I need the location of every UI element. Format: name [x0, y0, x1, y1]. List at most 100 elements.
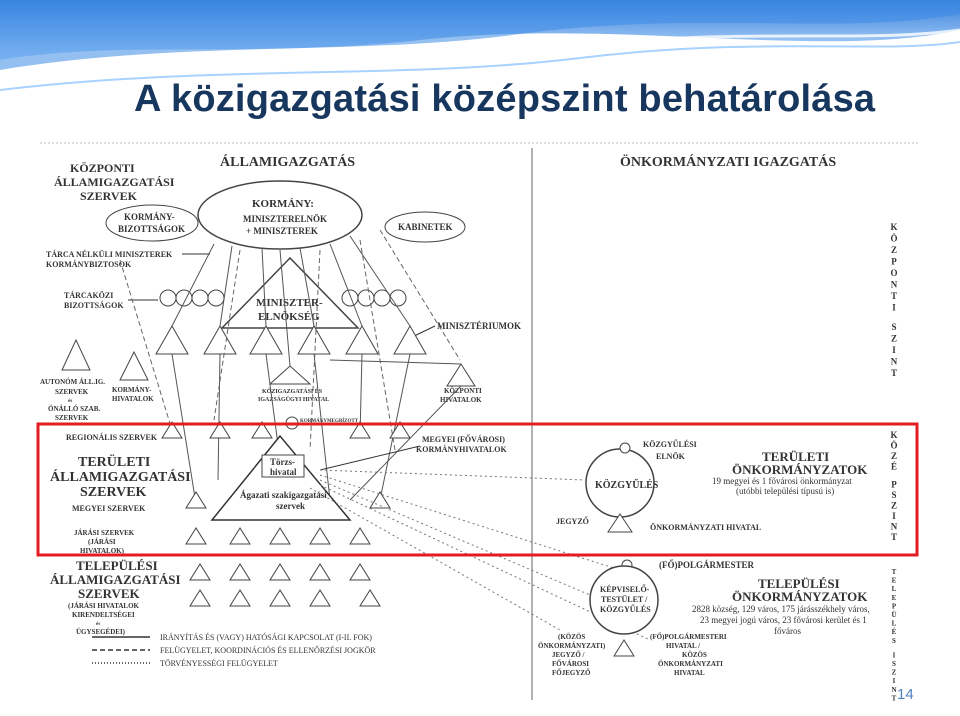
side-letter: L: [892, 620, 897, 628]
svg-text:ÖNÁLLÓ SZAB.: ÖNÁLLÓ SZAB.: [48, 405, 100, 413]
header-banner: [0, 0, 960, 92]
government-label: KORMÁNY: MINISZTERELNÖK + MINISZTEREK: [243, 198, 327, 236]
central-state-bodies-label: KÖZPONTI ÁLLAMIGAZGATÁSI SZERVEK: [54, 161, 175, 203]
svg-text:ÜGYSEGÉDEI): ÜGYSEGÉDEI): [76, 628, 126, 636]
side-letter: T: [891, 532, 897, 542]
svg-text:FŐVÁROSI: FŐVÁROSI: [552, 660, 589, 668]
side-letter: Ö: [890, 441, 897, 451]
assembly-chair-label: KÖZGYŰLÉSI ELNÖK: [643, 439, 697, 461]
svg-text:TERÜLETI: TERÜLETI: [78, 453, 150, 470]
connector-lines: [171, 235, 462, 505]
svg-text:+ MINISZTEREK: + MINISZTEREK: [246, 226, 318, 236]
territorial-state-bodies-label: TERÜLETI ÁLLAMIGAZGATÁSI SZERVEK: [50, 453, 191, 500]
side-letter: S: [891, 490, 896, 500]
notary-label: JEGYZŐ: [556, 516, 589, 526]
svg-text:ÖNKORMÁNYZATI): ÖNKORMÁNYZATI): [538, 642, 606, 650]
local-government-office-triangle: [607, 513, 633, 533]
svg-text:szervek: szervek: [276, 501, 305, 511]
svg-text:BIZOTTSÁGOK: BIZOTTSÁGOK: [118, 224, 185, 234]
svg-text:TELEPÜLÉSI: TELEPÜLÉSI: [758, 576, 840, 591]
svg-text:TERÜLETI: TERÜLETI: [762, 449, 829, 464]
page-title: A közigazgatási középszint behatárolása: [134, 78, 876, 120]
svg-text:SZERVEK: SZERVEK: [80, 189, 138, 203]
county-bodies-label: MEGYEI SZERVEK: [72, 504, 146, 513]
svg-text:ÁLLAMIGAZGATÁSI: ÁLLAMIGAZGATÁSI: [50, 468, 191, 485]
svg-text:KORMÁNY:: KORMÁNY:: [252, 198, 314, 210]
side-letter: E: [892, 577, 897, 585]
autonomous-bodies-label: AUTONÓM ÁLL.IG. SZERVEK és ÖNÁLLÓ SZAB. …: [40, 378, 105, 422]
side-letter: Z: [891, 334, 897, 344]
svg-text:HIVATALOK): HIVATALOK): [80, 547, 125, 555]
district-office-branches-label: (JÁRÁSI HIVATALOK KIRENDELTSÉGEI és ÜGYS…: [68, 602, 140, 636]
kih-label: KÖZIGAZGATÁSI ÉS IGAZSÁGÜGYI HIVATAL: [258, 387, 329, 403]
side-letter: Z: [891, 245, 897, 255]
ministers-without-portfolio-label: TÁRCA NÉLKÜLI MINISZTEREK KORMÁNYBIZTOSO…: [46, 249, 173, 269]
side-letter: É: [892, 628, 897, 636]
svg-text:(FŐ)POLGÁRMESTERI: (FŐ)POLGÁRMESTERI: [650, 633, 727, 641]
territorial-self-governments-description: 19 megyei és 1 fővárosi önkormányzat (ut…: [712, 476, 852, 496]
government-committees-label: KORMÁNY- BIZOTTSÁGOK: [118, 212, 185, 234]
svg-text:23 megyei jogú város, 23 fővár: 23 megyei jogú város, 23 fővárosi kerüle…: [700, 615, 867, 625]
settlement-state-bodies-label: TELEPÜLÉSI ÁLLAMIGAZGATÁSI SZERVEK: [50, 558, 181, 601]
assembly-chair-circle: [619, 442, 631, 454]
svg-text:SZERVEK: SZERVEK: [78, 586, 141, 601]
side-letter: K: [890, 222, 897, 232]
svg-text:AUTONÓM ÁLL.IG.: AUTONÓM ÁLL.IG.: [40, 378, 105, 386]
svg-text:KORMÁNYHIVATALOK: KORMÁNYHIVATALOK: [416, 444, 507, 454]
side-letter: P: [891, 257, 897, 267]
svg-text:KORMÁNY-: KORMÁNY-: [124, 212, 175, 222]
side-letter: I: [892, 303, 896, 313]
svg-text:(KÖZÖS: (KÖZÖS: [558, 633, 585, 641]
svg-text:FŐJEGYZŐ: FŐJEGYZŐ: [552, 669, 591, 677]
svg-text:MINISZTERELNÖK: MINISZTERELNÖK: [243, 214, 327, 224]
central-offices-triangle: [446, 363, 476, 387]
mayors-office-triangle: [613, 639, 635, 657]
county-government-offices-label: MEGYEI (FŐVÁROSI) KORMÁNYHIVATALOK: [416, 434, 507, 454]
side-letter: N: [891, 521, 898, 531]
svg-text:HIVATAL: HIVATAL: [674, 669, 705, 677]
district-triangles: [185, 527, 371, 545]
svg-text:TÖRVÉNYESSÉGI FELÜGYELET: TÖRVÉNYESSÉGI FELÜGYELET: [160, 658, 278, 668]
side-letter: E: [892, 594, 897, 602]
svg-text:KÖZGYŰLÉS: KÖZGYŰLÉS: [600, 604, 651, 614]
svg-text:KÖZPONTI: KÖZPONTI: [444, 387, 482, 395]
settlement-self-governments-label: TELEPÜLÉSI ÖNKORMÁNYZATOK: [732, 576, 868, 604]
svg-text:TÁRCAKÖZI: TÁRCAKÖZI: [64, 290, 113, 300]
svg-text:MEGYEI (FŐVÁROSI): MEGYEI (FŐVÁROSI): [422, 434, 505, 444]
svg-text:Ágazati szakigazgatási: Ágazati szakigazgatási: [240, 490, 327, 500]
svg-text:Törzs-: Törzs-: [270, 457, 295, 467]
district-bodies-label: JÁRÁSI SZERVEK (JÁRÁSI HIVATALOK): [74, 529, 135, 555]
svg-text:BIZOTTSÁGOK: BIZOTTSÁGOK: [64, 300, 124, 310]
side-letter: Z: [891, 500, 897, 510]
side-letter: Z: [892, 669, 897, 677]
regional-triangles: [161, 421, 411, 439]
svg-text:2828 község, 129 város, 175 já: 2828 község, 129 város, 175 járásszékhel…: [692, 604, 870, 614]
svg-text:(JÁRÁSI HIVATALOK: (JÁRÁSI HIVATALOK: [68, 602, 140, 610]
autonomous-bodies-triangle: [61, 338, 91, 371]
banner-waves: [0, 0, 960, 92]
side-letter: T: [892, 694, 897, 702]
side-letter: L: [892, 585, 897, 593]
committee-circles-right: [341, 289, 407, 307]
committee-circles-left: [159, 289, 225, 307]
svg-text:MINISZTER-: MINISZTER-: [256, 297, 323, 309]
side-letter: Ö: [890, 234, 897, 244]
government-offices-label: KORMÁNY- HIVATALOK: [112, 386, 154, 403]
svg-text:ÖNKORMÁNYZATI: ÖNKORMÁNYZATI: [658, 660, 723, 668]
territorial-self-governments-label: TERÜLETI ÖNKORMÁNYZATOK: [732, 449, 868, 477]
svg-text:IGAZSÁGÜGYI HIVATAL: IGAZSÁGÜGYI HIVATAL: [258, 395, 329, 403]
settlement-triangles: [189, 563, 381, 607]
prime-ministers-office-triangle: [220, 256, 360, 329]
svg-text:ÖNKORMÁNYZATOK: ÖNKORMÁNYZATOK: [732, 462, 868, 477]
svg-text:KÉPVISELŐ-: KÉPVISELŐ-: [600, 584, 650, 594]
svg-text:(JÁRÁSI: (JÁRÁSI: [88, 538, 116, 546]
svg-text:SZERVEK: SZERVEK: [55, 414, 89, 422]
svg-text:KÖZGYŰLÉSI: KÖZGYŰLÉSI: [643, 439, 697, 449]
side-letter: Ü: [891, 611, 896, 619]
side-letter: I: [892, 511, 896, 521]
local-government-office-label: ÖNKORMÁNYZATI HIVATAL: [650, 522, 761, 532]
